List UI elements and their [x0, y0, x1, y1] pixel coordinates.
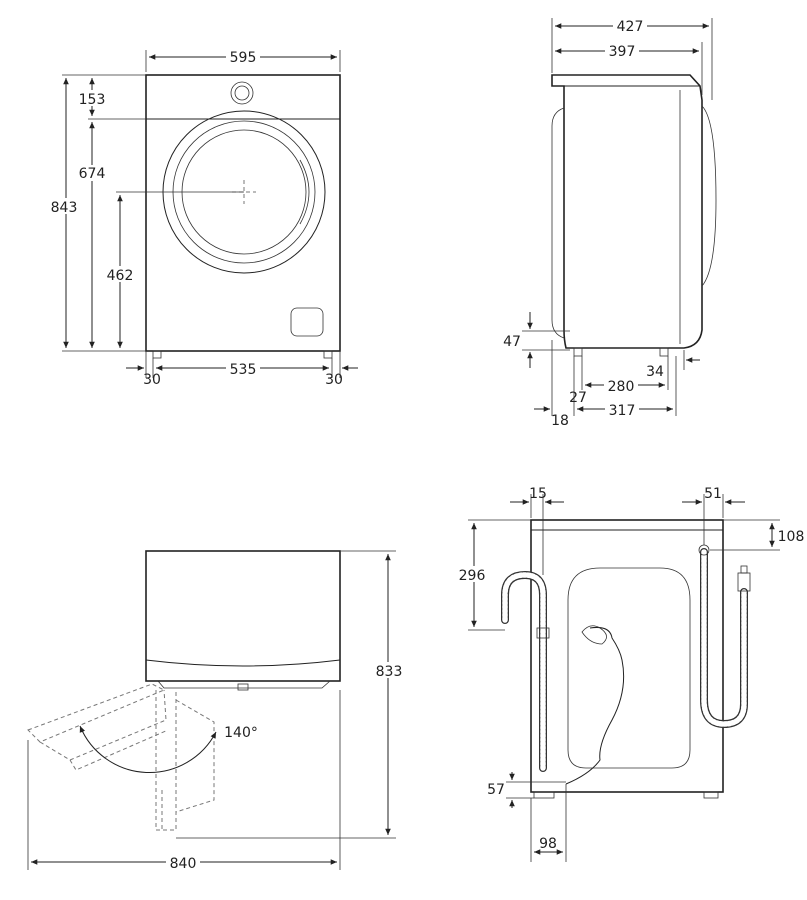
dim-body-depth: 397 [609, 44, 636, 60]
side-body-outline [551, 74, 703, 349]
front-body-outline [145, 74, 341, 352]
dim-inlet-height: 108 [778, 529, 805, 545]
front-foot-left [152, 350, 162, 359]
top-view: 140° 833 840 [27, 550, 406, 872]
dim-top-panel: 153 [79, 92, 106, 108]
rear-body-outline [530, 519, 724, 793]
power-plug-icon [581, 625, 607, 645]
rear-view: 15 296 51 108 57 98 [456, 486, 804, 862]
top-body-outline [145, 550, 341, 682]
dim-total-depth: 427 [617, 19, 644, 35]
dim-door-center: 462 [107, 268, 134, 284]
door-angle-arc [79, 725, 217, 773]
dim-cable-height: 57 [487, 782, 505, 798]
rear-access-panel [567, 567, 691, 769]
dim-door-open-width: 840 [170, 856, 197, 872]
dim-feet-span: 535 [230, 362, 257, 378]
side-foot-front [659, 347, 669, 357]
open-door-position-2 [155, 690, 177, 831]
filter-cover [290, 307, 324, 337]
dim-door-top: 674 [79, 166, 106, 182]
dim-inlet-offset: 51 [704, 486, 722, 502]
side-back-panel [551, 107, 565, 339]
dim-width: 595 [230, 50, 257, 66]
front-foot-right [323, 350, 333, 359]
dim-foot-to-foot: 317 [609, 403, 636, 419]
dim-cable-offset: 98 [539, 836, 557, 852]
dim-foot-left: 30 [143, 372, 161, 388]
rear-foot-right [703, 791, 719, 799]
front-view: 595 843 153 674 462 535 30 30 [48, 48, 358, 388]
side-view: 427 397 47 280 34 27 317 18 [503, 17, 717, 429]
power-cable [565, 627, 625, 785]
dim-hose-height: 296 [459, 568, 486, 584]
dim-door-angle: 140° [224, 725, 258, 741]
dim-rear-foot: 18 [551, 413, 569, 429]
top-door-edge [145, 659, 341, 667]
program-knob-icon [230, 81, 254, 105]
dim-front-foot: 34 [646, 364, 664, 380]
dim-hose-offset: 15 [529, 486, 547, 502]
dim-top-height: 833 [376, 664, 403, 680]
side-foot-rear [573, 347, 583, 357]
door-handle [299, 159, 310, 225]
dim-feet-offset: 27 [569, 390, 587, 406]
dim-height: 843 [51, 200, 78, 216]
side-door-bulge [701, 105, 717, 287]
dim-foot-height: 47 [503, 334, 521, 350]
dim-foot-right: 30 [325, 372, 343, 388]
rear-foot-left [533, 791, 555, 799]
dim-side-feet-span: 280 [608, 379, 635, 395]
open-door-position-1 [27, 683, 166, 743]
